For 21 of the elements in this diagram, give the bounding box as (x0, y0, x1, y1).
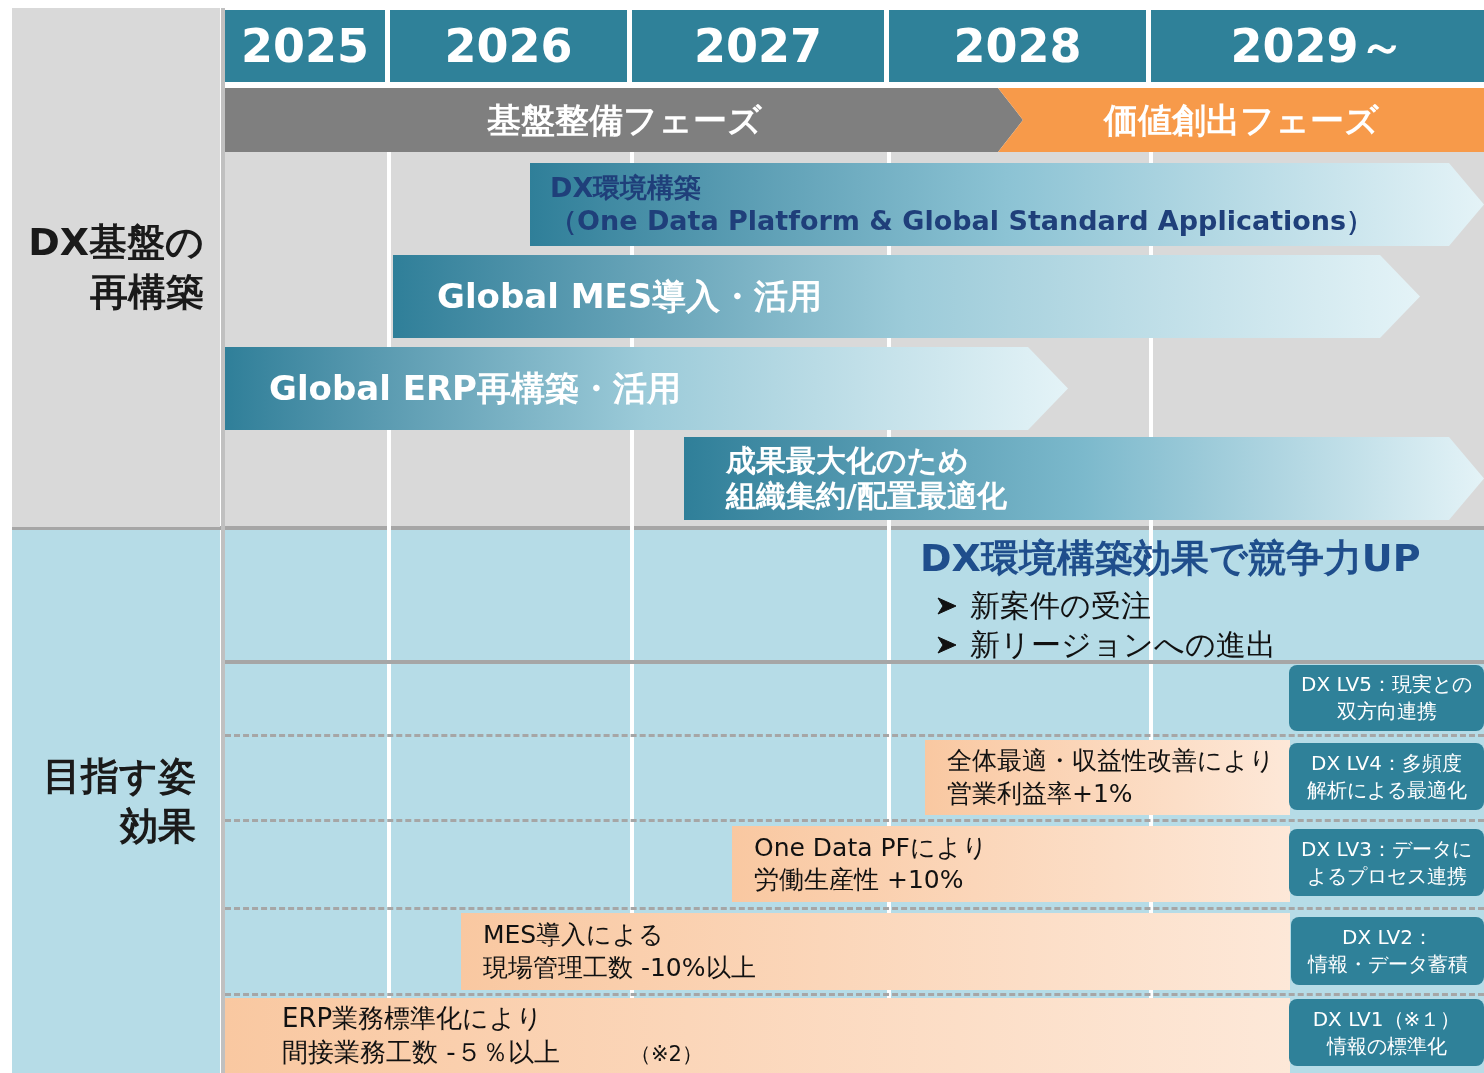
phase-chevron: 価値創出フェーズ (998, 88, 1484, 152)
level-badge: DX LV5：現実との 双方向連携 (1289, 665, 1484, 731)
bullet-text: 新リージョンへの進出 (970, 626, 1276, 664)
heading: DX環境構築効果で競争力UP (920, 535, 1421, 582)
effect-bar: ERP業務標準化により 間接業務工数 -５％以上 （※2） (225, 998, 1290, 1073)
row-header: DX基盤の 再構築 (12, 8, 220, 527)
level-badge: DX LV1（※１） 情報の標準化 (1289, 999, 1484, 1066)
year-header: 2029～ (1151, 10, 1484, 82)
level-badge: DX LV4：多頻度 解析による最適化 (1289, 743, 1484, 810)
effect-bar: MES導入による 現場管理工数 -10%以上 (461, 913, 1290, 990)
level-badge: DX LV2： 情報・データ蓄積 (1291, 917, 1484, 985)
effect-bar: One Data PFにより 労働生産性 +10% (732, 826, 1290, 902)
year-header: 2028 (889, 10, 1146, 82)
level-badge: DX LV3：データに よるプロセス連携 (1289, 829, 1484, 896)
year-header: 2027 (632, 10, 884, 82)
effect-bar: 全体最適・収益性改善により 営業利益率+1% (925, 740, 1290, 815)
bullet-text: 新案件の受注 (970, 587, 1151, 625)
row-header: 目指す姿 効果 (12, 530, 220, 1073)
year-header: 2025 (225, 10, 385, 82)
phase-chevron: 基盤整備フェーズ (225, 88, 1023, 152)
year-header: 2026 (390, 10, 627, 82)
